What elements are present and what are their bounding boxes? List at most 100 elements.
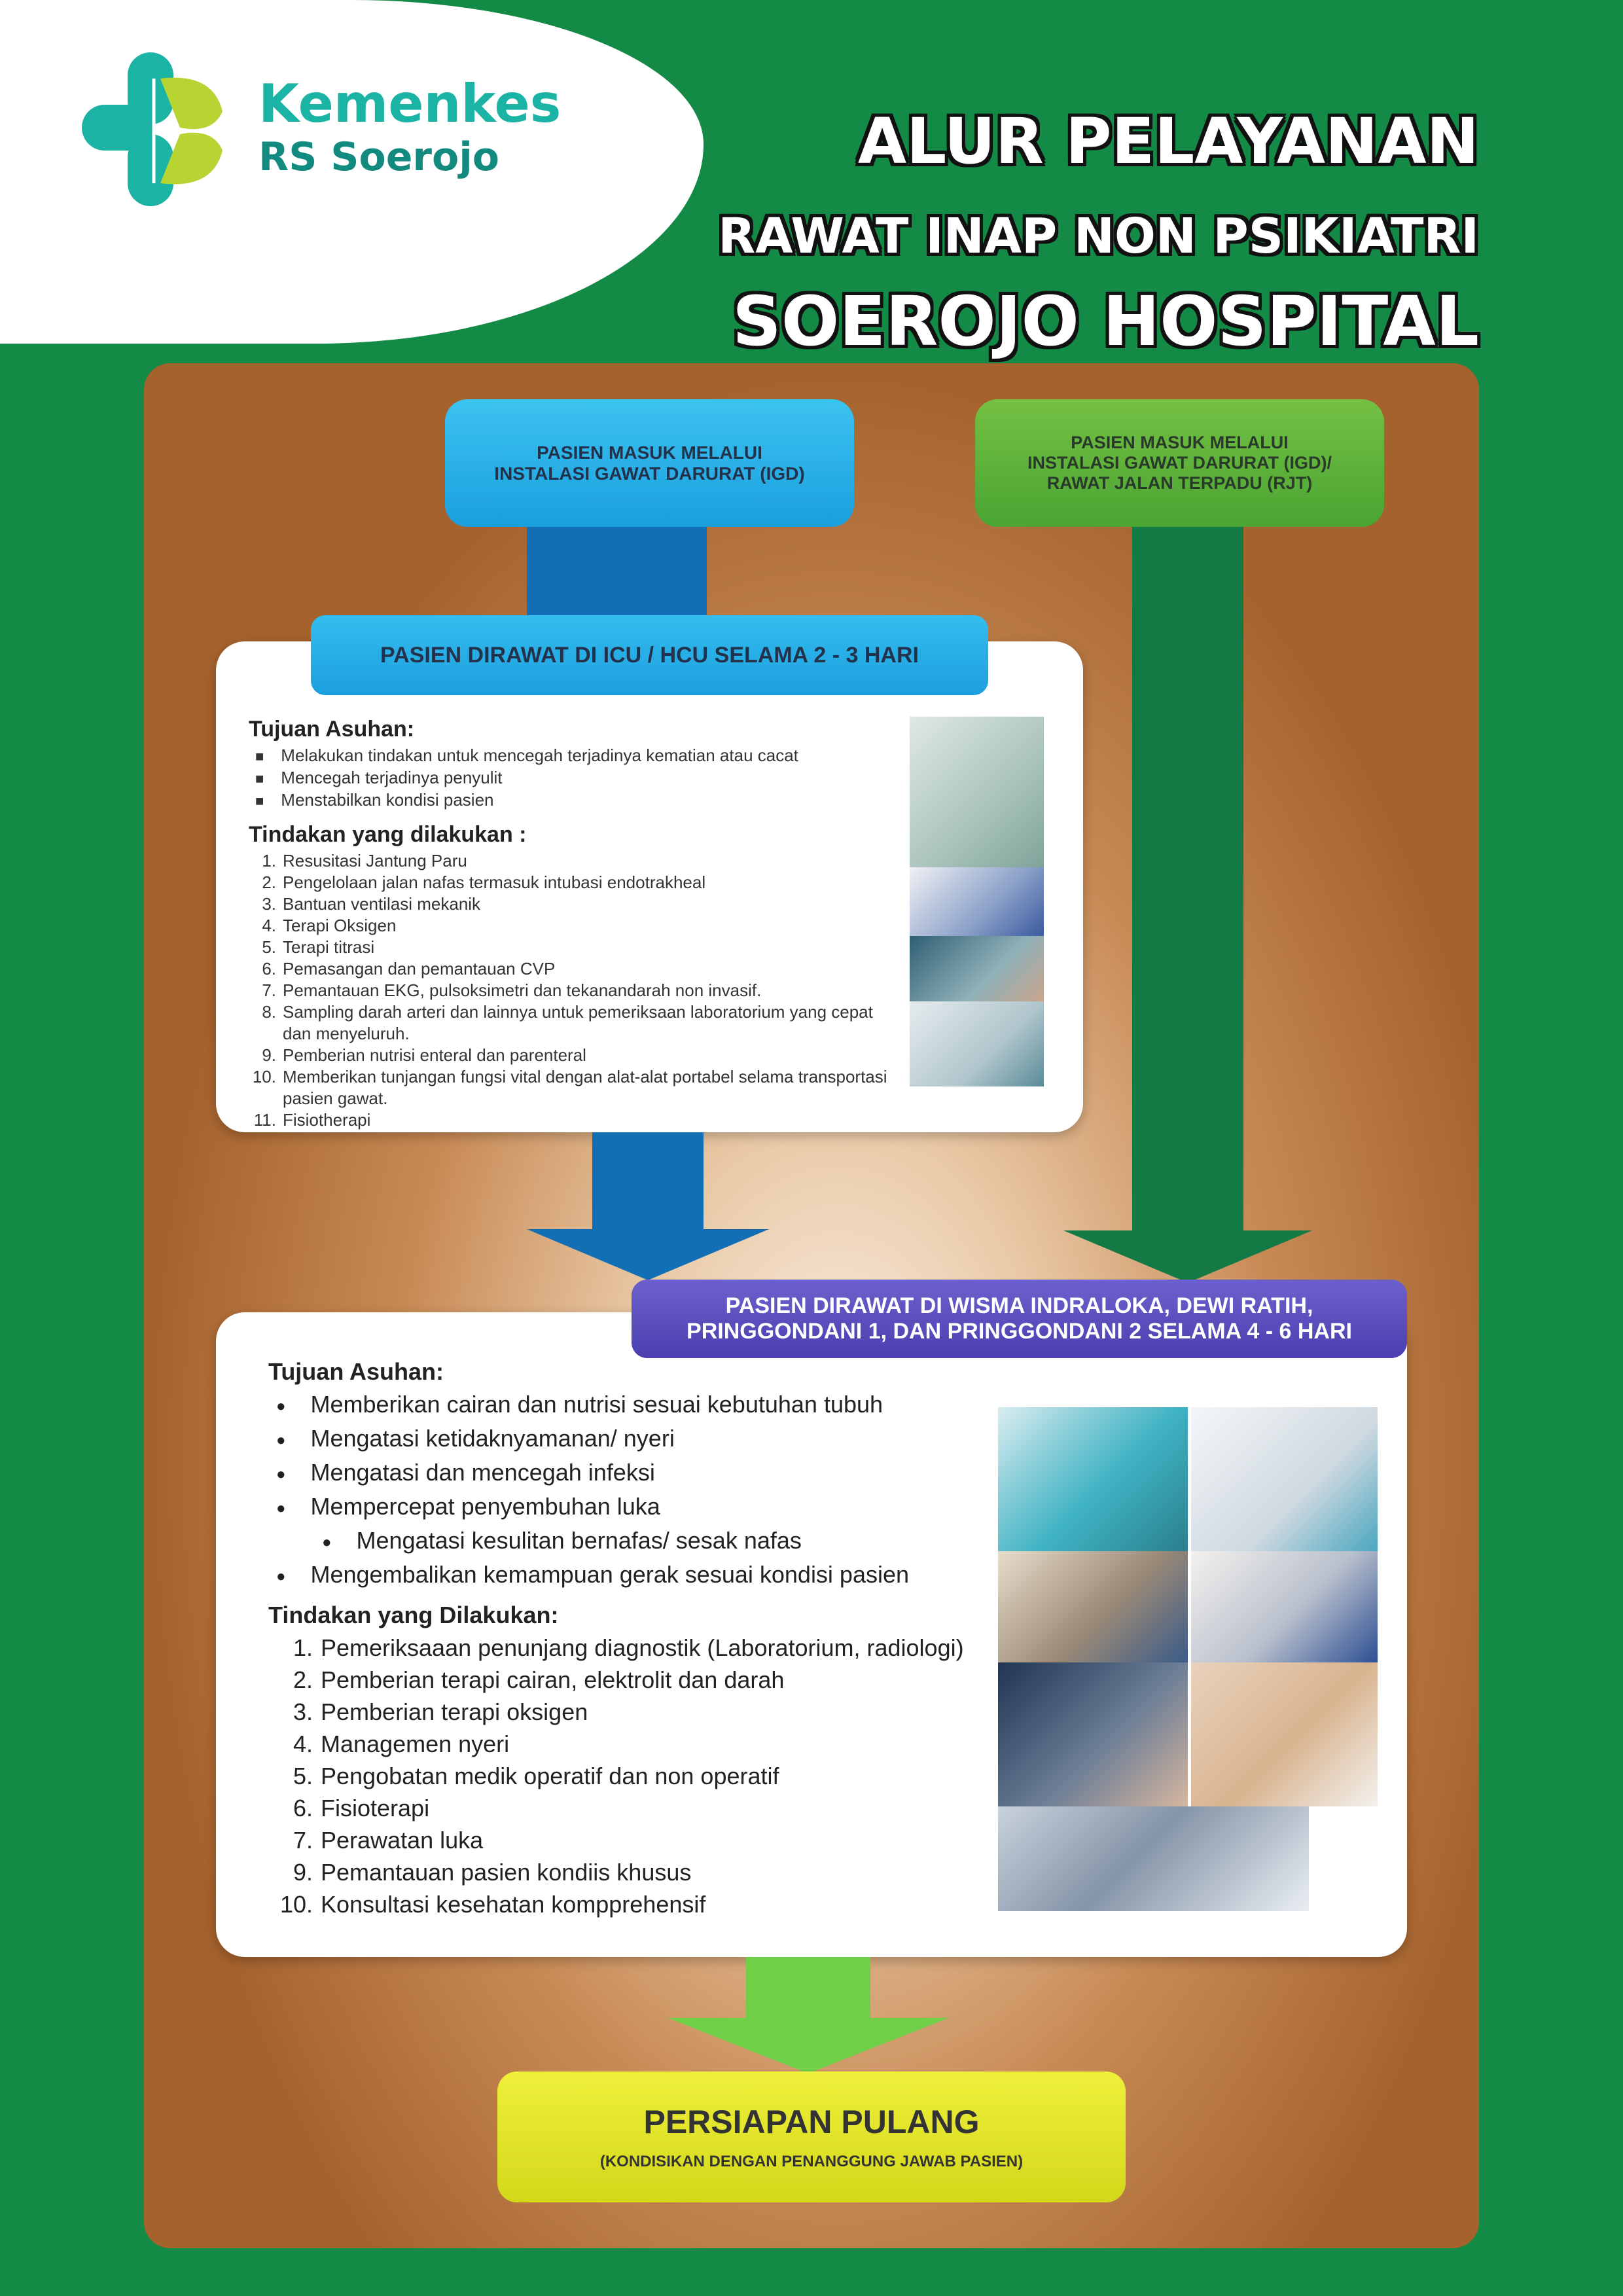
ward-header-bar: PASIEN DIRAWAT DI WISMA INDRALOKA, DEWI … (632, 1280, 1407, 1358)
list-item: Mengatasi dan mencegah infeksi (268, 1456, 995, 1490)
ward-photo-4 (1191, 1551, 1378, 1662)
list-item: 3.Pemberian terapi oksigen (268, 1696, 995, 1728)
item-text: Sampling darah arteri dan lainnya untuk … (283, 1002, 873, 1043)
item-text: Pemantauan pasien kondiis khusus (321, 1858, 692, 1886)
icu-photo-1 (910, 717, 1044, 867)
title-line-2: RAWAT INAP NON PSIKIATRI (718, 208, 1479, 264)
item-number: 9. (293, 1858, 313, 1886)
list-item: 2.Pemberian terapi cairan, elektrolit da… (268, 1664, 995, 1696)
list-item: 8. Sampling darah arteri dan lainnya untu… (249, 1001, 903, 1045)
entry-igd-line1: PASIEN MASUK MELALUI (537, 442, 762, 463)
item-text: Bantuan ventilasi mekanik (283, 894, 481, 914)
ward-photo-6 (1191, 1662, 1378, 1806)
list-item: Mengatasi ketidaknyamanan/ nyeri (268, 1422, 995, 1456)
icu-header-bar: PASIEN DIRAWAT DI ICU / HCU SELAMA 2 - 3… (311, 615, 988, 695)
list-item: Memberikan cairan dan nutrisi sesuai keb… (268, 1388, 995, 1422)
list-item: Mencegah terjadinya penyulit (249, 767, 903, 789)
list-item: Mempercepat penyembuhan luka (268, 1490, 995, 1524)
ward-actions-title: Tindakan yang Dilakukan: (268, 1601, 559, 1628)
entry-rjt-line2: INSTALASI GAWAT DARURAT (IGD)/ (1027, 453, 1332, 473)
icu-photo-3 (910, 936, 1044, 1001)
arrow-icu-to-ward (592, 1132, 704, 1230)
list-item: 10. Memberikan tunjangan fungsi vital den… (249, 1066, 903, 1109)
ward-photo-7 (998, 1806, 1309, 1911)
list-item: 5. Pengobatan medik operatif dan non oper… (268, 1760, 995, 1792)
ward-header-line1: PASIEN DIRAWAT DI WISMA INDRALOKA, DEWI … (725, 1293, 1313, 1318)
item-number: 6. (262, 959, 276, 978)
entry-igd-box: PASIEN MASUK MELALUI INSTALASI GAWAT DAR… (445, 399, 854, 527)
list-item: 7. Perawatan luka (268, 1824, 995, 1856)
item-text: Pengobatan medik operatif dan non operat… (321, 1762, 779, 1789)
title-line-3: SOEROJO HOSPITAL (732, 281, 1479, 361)
item-text: Pemantauan EKG, pulsoksimetri dan tekana… (283, 980, 762, 1000)
item-number: 9. (262, 1045, 276, 1065)
icu-card: Tujuan Asuhan: Melakukan tindakan untuk … (216, 641, 1083, 1132)
item-number: 4. (262, 916, 276, 935)
item-number: 1. (262, 851, 276, 870)
logo-kemenkes: Kemenkes (259, 73, 562, 134)
icu-goals-title: Tujuan Asuhan: (249, 717, 415, 742)
ward-photo-2 (1191, 1407, 1378, 1551)
item-text: Resusitasi Jantung Paru (283, 851, 467, 870)
item-number: 5. (293, 1762, 313, 1789)
item-text: Terapi Oksigen (283, 916, 397, 935)
ward-goals-title: Tujuan Asuhan: (268, 1358, 444, 1385)
item-number: 7. (262, 980, 276, 1000)
item-number: 3. (262, 894, 276, 914)
ward-photo-3 (998, 1551, 1188, 1662)
item-number: 2. (262, 872, 276, 892)
list-item: 1.Pemeriksaaan penunjang diagnostik (Lab… (268, 1632, 995, 1664)
item-text: Terapi titrasi (283, 937, 375, 957)
list-item: 9. Pemantauan pasien kondiis khusus (268, 1856, 995, 1888)
arrow-to-discharge (746, 1957, 870, 2019)
item-number: 5. (262, 937, 276, 957)
item-number: 10. (252, 1067, 276, 1086)
item-text: Pemasangan dan pemantauan CVP (283, 959, 556, 978)
ward-card: Tujuan Asuhan: Memberikan cairan dan nut… (216, 1312, 1407, 1957)
arrow-head (668, 2018, 949, 2073)
entry-igd-line2: INSTALASI GAWAT DARURAT (IGD) (494, 463, 805, 484)
item-text: Konsultasi kesehatan kompprehensif (321, 1890, 706, 1918)
list-item: 1. Resusitasi Jantung Paru (249, 850, 903, 872)
list-item: Mengembalikan kemampuan gerak sesuai kon… (268, 1558, 995, 1592)
item-number: 10. (279, 1890, 313, 1918)
list-item: 3. Bantuan ventilasi mekanik (249, 893, 903, 915)
discharge-subtitle: (KONDISIKAN DENGAN PENANGGUNG JAWAB PASI… (599, 2153, 1024, 2170)
icu-photo-4 (910, 1001, 1044, 1086)
list-item: 4. Managemen nyeri (268, 1728, 995, 1760)
entry-rjt-box: PASIEN MASUK MELALUI INSTALASI GAWAT DAR… (975, 399, 1384, 527)
item-number: 7. (293, 1826, 313, 1854)
logo-background (0, 0, 704, 344)
entry-rjt-line1: PASIEN MASUK MELALUI (1071, 433, 1289, 452)
list-item: Mengatasi kesulitan bernafas/ sesak nafa… (268, 1524, 995, 1558)
item-number: 3. (293, 1698, 313, 1725)
item-number: 11. (253, 1110, 276, 1130)
item-text: Managemen nyeri (321, 1730, 510, 1757)
item-text: Perawatan luka (321, 1826, 484, 1854)
icu-goals-list: Melakukan tindakan untuk mencegah terjad… (249, 745, 903, 812)
item-text: Pemberian nutrisi enteral dan parenteral (283, 1045, 586, 1065)
arrow-head (1063, 1230, 1312, 1283)
logo-rs-soerojo: RS Soerojo (259, 134, 500, 180)
ward-goals-list: Memberikan cairan dan nutrisi sesuai keb… (268, 1388, 995, 1592)
ward-actions-list: 1.Pemeriksaaan penunjang diagnostik (Lab… (268, 1632, 995, 1920)
ward-photo-5 (998, 1662, 1188, 1806)
kemenkes-logo-icon (82, 52, 223, 206)
item-number: 2. (293, 1666, 313, 1693)
item-text: Memberikan tunjangan fungsi vital dengan… (283, 1067, 887, 1108)
list-item: Menstabilkan kondisi pasien (249, 789, 903, 812)
arrow-head (527, 1229, 769, 1280)
arrow-rjt-to-ward (1132, 524, 1243, 1234)
icu-actions-title: Tindakan yang dilakukan : (249, 822, 527, 847)
item-number: 1. (293, 1634, 313, 1661)
list-item: 2. Pengelolaan jalan nafas termasuk intub… (249, 872, 903, 893)
item-text: Fisiotherapi (283, 1110, 371, 1130)
list-item: 11. Fisiotherapi (249, 1109, 903, 1131)
item-text: Pengelolaan jalan nafas termasuk intubas… (283, 872, 706, 892)
item-number: 4. (293, 1730, 313, 1757)
list-item: 7. Pemantauan EKG, pulsoksimetri dan teka… (249, 980, 903, 1001)
discharge-box: PERSIAPAN PULANG (KONDISIKAN DENGAN PENA… (497, 2072, 1126, 2202)
arrow-igd-to-icu (527, 524, 707, 615)
item-number: 8. (262, 1002, 276, 1022)
icu-actions-list: 1. Resusitasi Jantung Paru 2. Pengelolaan j… (249, 850, 903, 1131)
